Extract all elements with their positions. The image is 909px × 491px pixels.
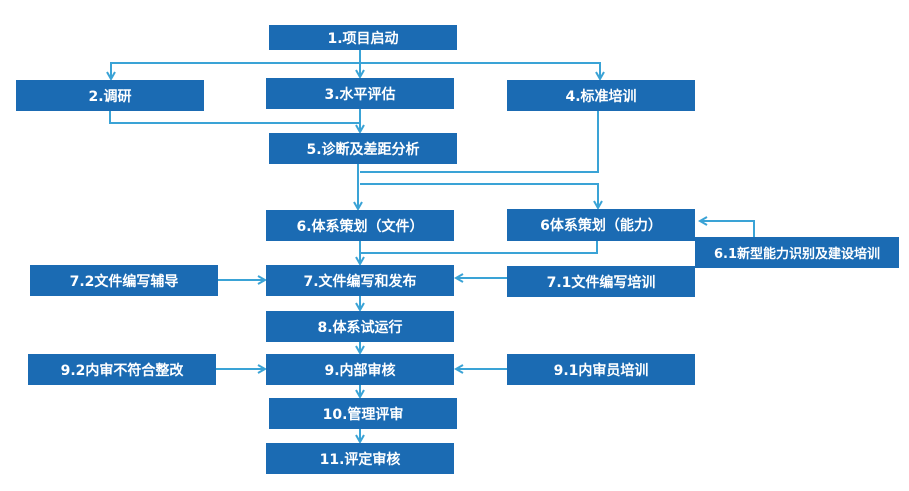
step-trial-run: 8.体系试运行	[266, 311, 454, 342]
line-4-to-5	[360, 111, 599, 173]
arrow-2-to-5	[109, 111, 360, 124]
step-doc-writing-training: 7.1文件编写培训	[507, 266, 695, 297]
arrow-5-to-6c	[360, 183, 598, 208]
step-doc-writing-release: 7.文件编写和发布	[266, 265, 454, 296]
step-capability-training: 6.1新型能力识别及建设培训	[695, 237, 899, 268]
step-research: 2.调研	[16, 80, 204, 111]
step-management-review: 10.管理评审	[269, 398, 457, 429]
step-doc-coaching: 7.2文件编写辅导	[30, 265, 218, 296]
step-internal-audit: 9.内部审核	[266, 354, 454, 385]
step-system-planning-capability: 6体系策划（能力）	[507, 209, 695, 241]
step-certification-audit: 11.评定审核	[266, 443, 454, 474]
step-auditor-training: 9.1内审员培训	[507, 354, 695, 385]
step-project-start: 1.项目启动	[269, 25, 457, 50]
branch-1	[110, 62, 600, 79]
arrow-61-to-6c	[700, 221, 755, 237]
step-gap-analysis: 5.诊断及差距分析	[269, 133, 457, 164]
line-6c-to-7	[360, 241, 598, 254]
step-nonconformity-rectification: 9.2内审不符合整改	[28, 354, 216, 385]
step-system-planning-docs: 6.体系策划（文件）	[266, 210, 454, 241]
step-standard-training: 4.标准培训	[507, 80, 695, 111]
step-level-assessment: 3.水平评估	[266, 78, 454, 109]
